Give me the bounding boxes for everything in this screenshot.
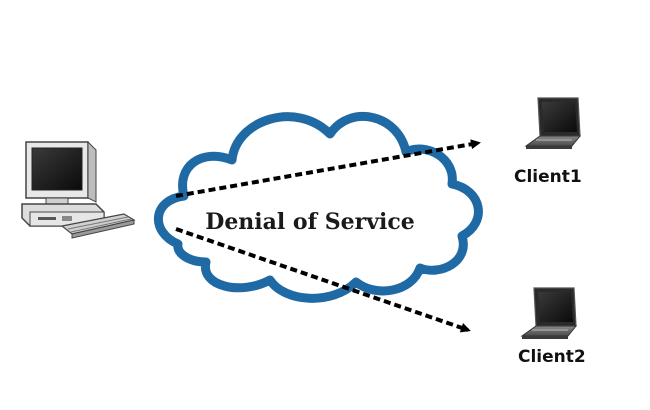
laptop-icon <box>524 97 582 149</box>
arrow-to-client1 <box>175 139 481 198</box>
client2-label: Client2 <box>518 347 586 367</box>
cloud-shape <box>154 111 483 303</box>
network-cloud: Denial of Service <box>154 111 483 303</box>
laptop-icon <box>520 287 578 339</box>
desktop-computer-icon <box>21 140 136 239</box>
client1-label: Client1 <box>514 167 582 187</box>
arrow-to-client2 <box>175 227 471 333</box>
cloud-label: Denial of Service <box>205 209 415 235</box>
